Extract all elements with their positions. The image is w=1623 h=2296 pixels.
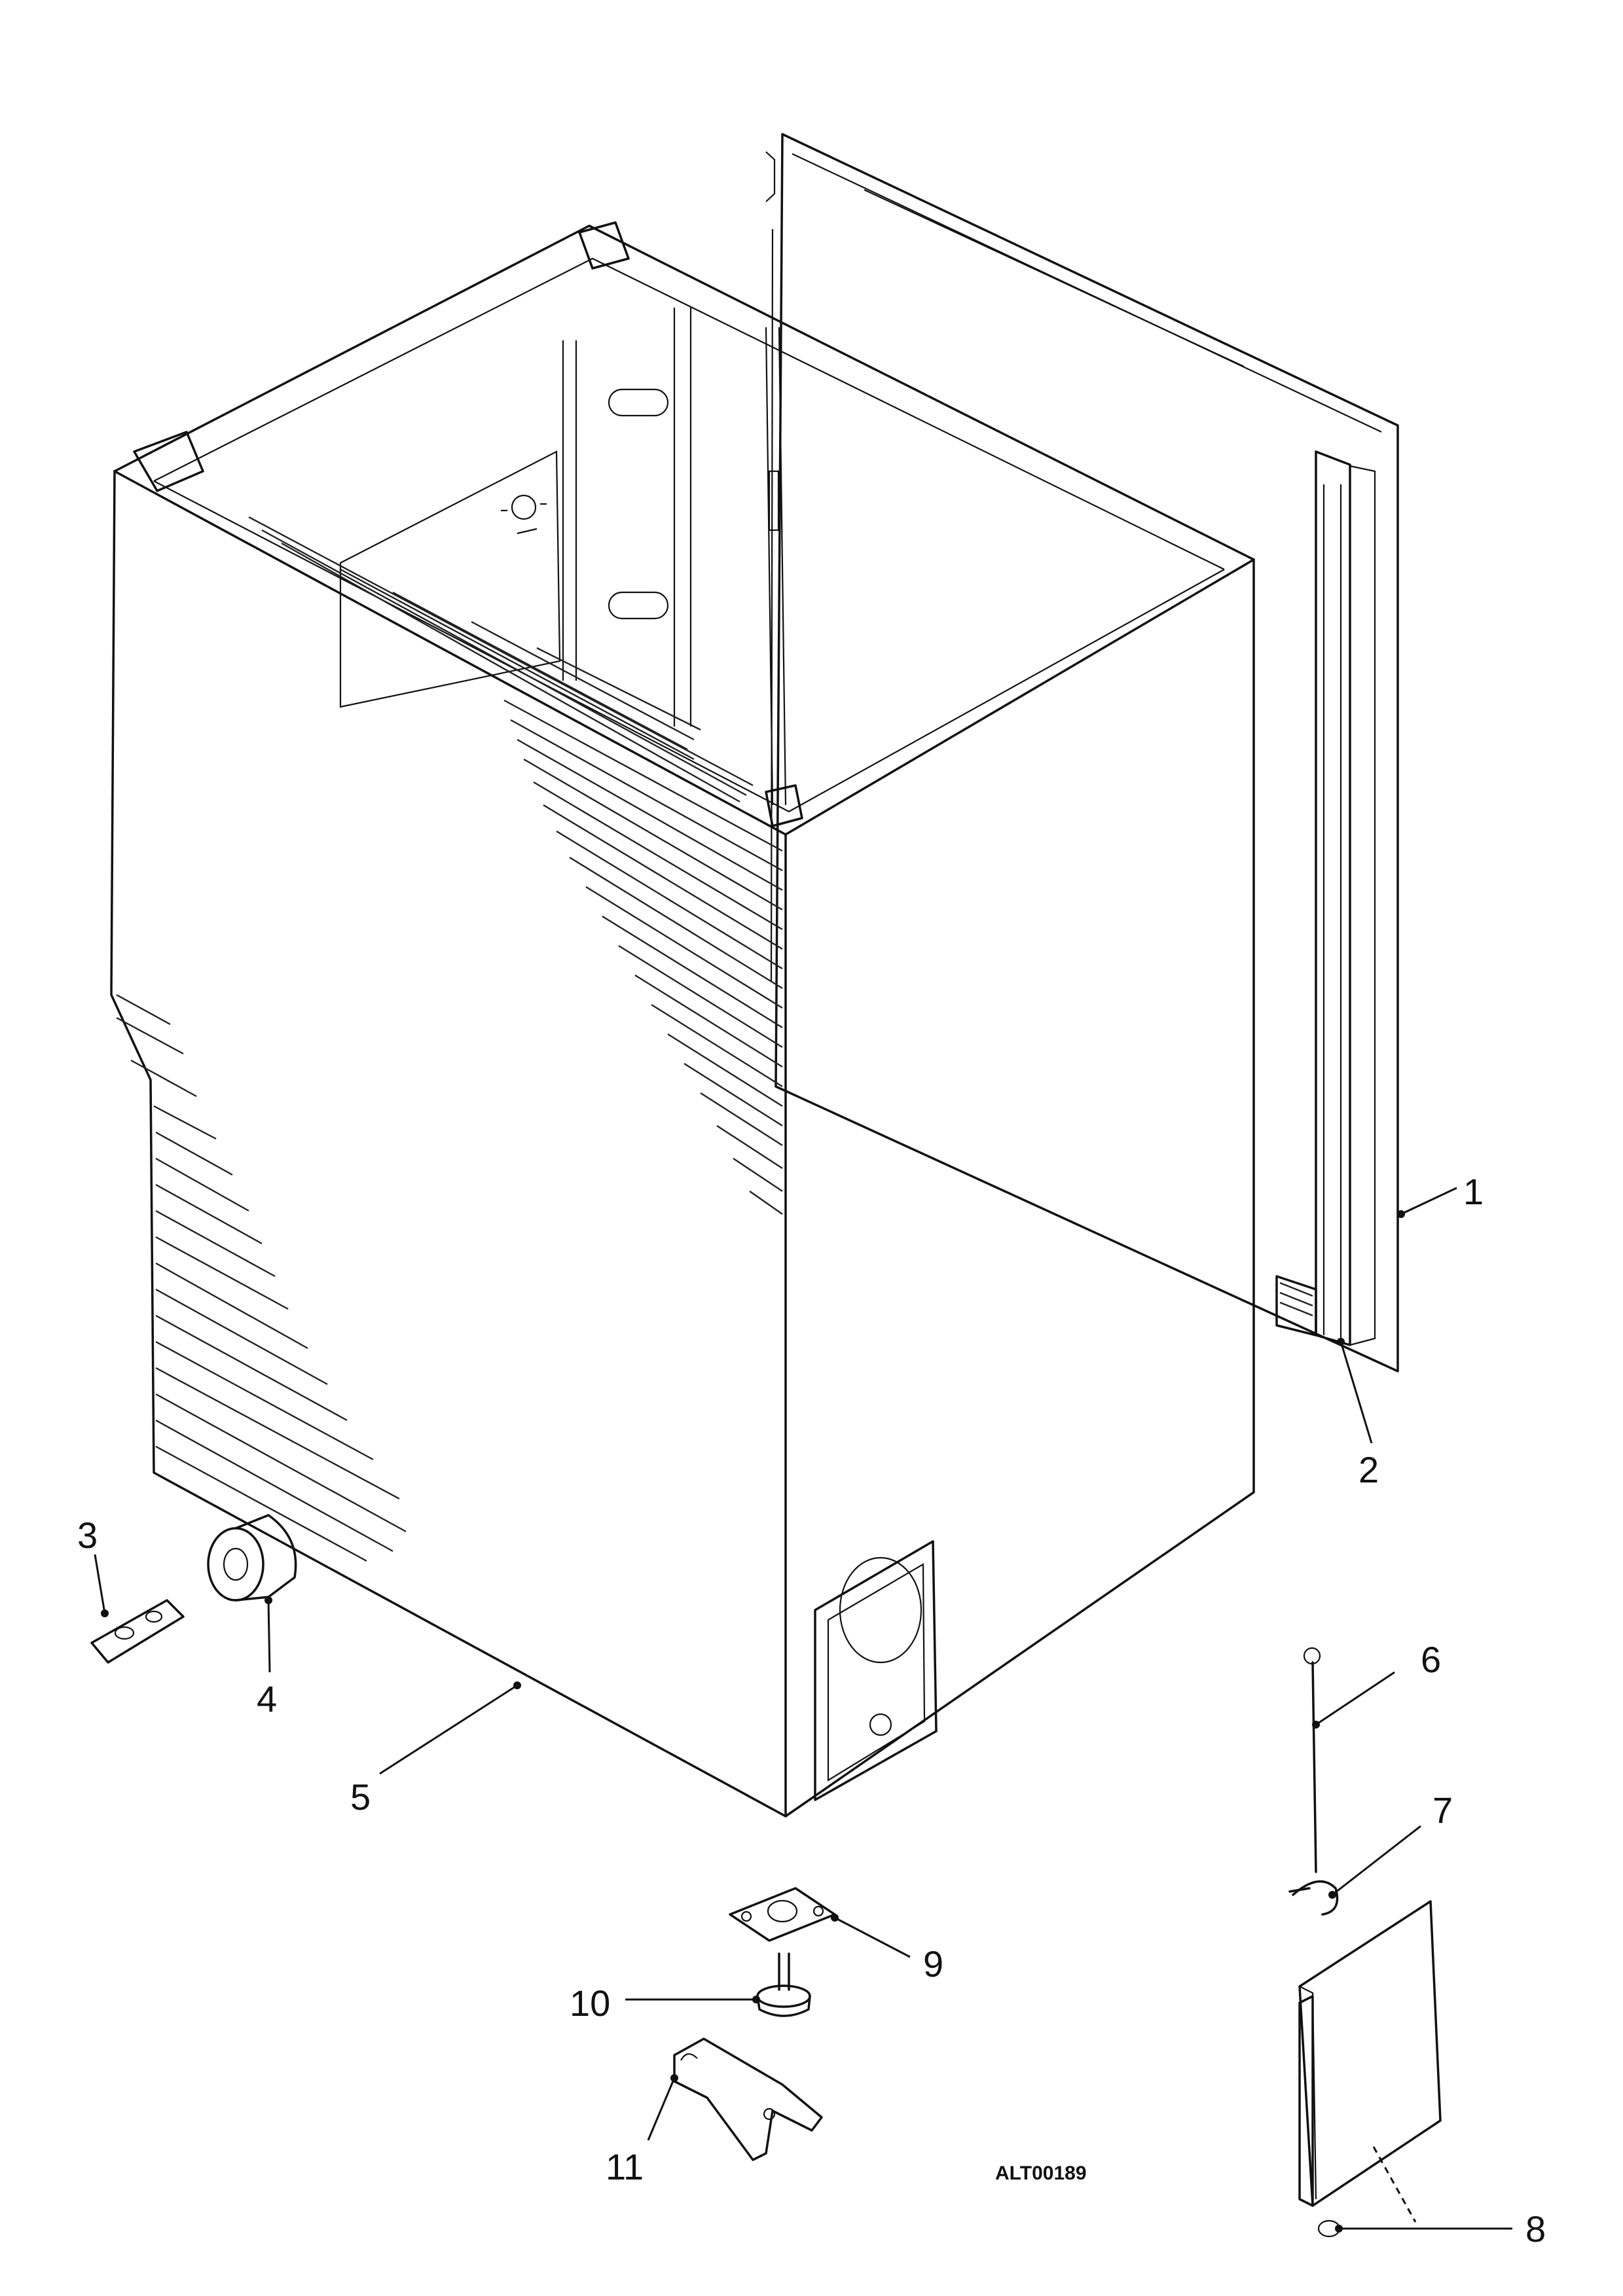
callout-4: 4 (257, 1678, 277, 1719)
inner-rim-hatching (248, 516, 754, 803)
part-9-mounting-plate (729, 1887, 836, 1942)
part-5-cabinet (110, 221, 1255, 1818)
callout-2: 2 (1359, 1449, 1379, 1490)
leader-lines (94, 1187, 1512, 2233)
callout-5: 5 (350, 1776, 371, 1818)
callout-9: 9 (923, 1943, 943, 1984)
left-edge-shading (116, 994, 407, 1562)
part-10-leveling-foot (756, 1952, 811, 2017)
part-3-bracket (90, 1599, 185, 1664)
callout-8: 8 (1525, 2208, 1546, 2250)
callout-10: 10 (570, 1982, 610, 2024)
callout-6: 6 (1421, 1639, 1441, 1680)
part-7-clip (1288, 1880, 1339, 1916)
callout-11: 11 (606, 2146, 644, 2187)
drawing-code: ALT00189 (995, 2162, 1087, 2184)
part-2-side-rail (1275, 450, 1376, 1346)
callout-7: 7 (1432, 1789, 1453, 1831)
callout-1: 1 (1463, 1171, 1484, 1212)
part-4-roller (207, 1514, 297, 1602)
callout-3: 3 (77, 1515, 98, 1556)
part-6-rod (1303, 1647, 1321, 1873)
front-face-shading (503, 699, 783, 1215)
part-1-back-panel (765, 133, 1399, 1372)
part-11-wrench (673, 2037, 823, 2161)
rear-access-panel (814, 1540, 938, 1801)
callout-labels: 1 2 3 4 5 6 7 8 9 10 11 (77, 1171, 1546, 2250)
part-8-cover-plate (1298, 1900, 1442, 2238)
